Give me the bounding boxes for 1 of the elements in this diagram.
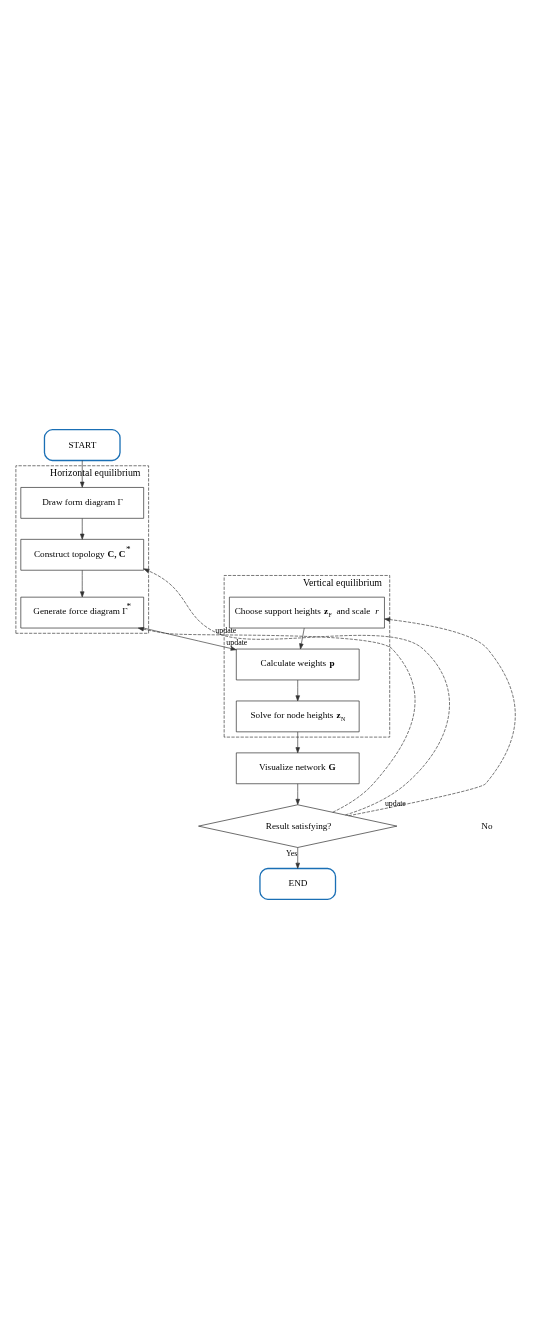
label: No: [481, 820, 493, 831]
